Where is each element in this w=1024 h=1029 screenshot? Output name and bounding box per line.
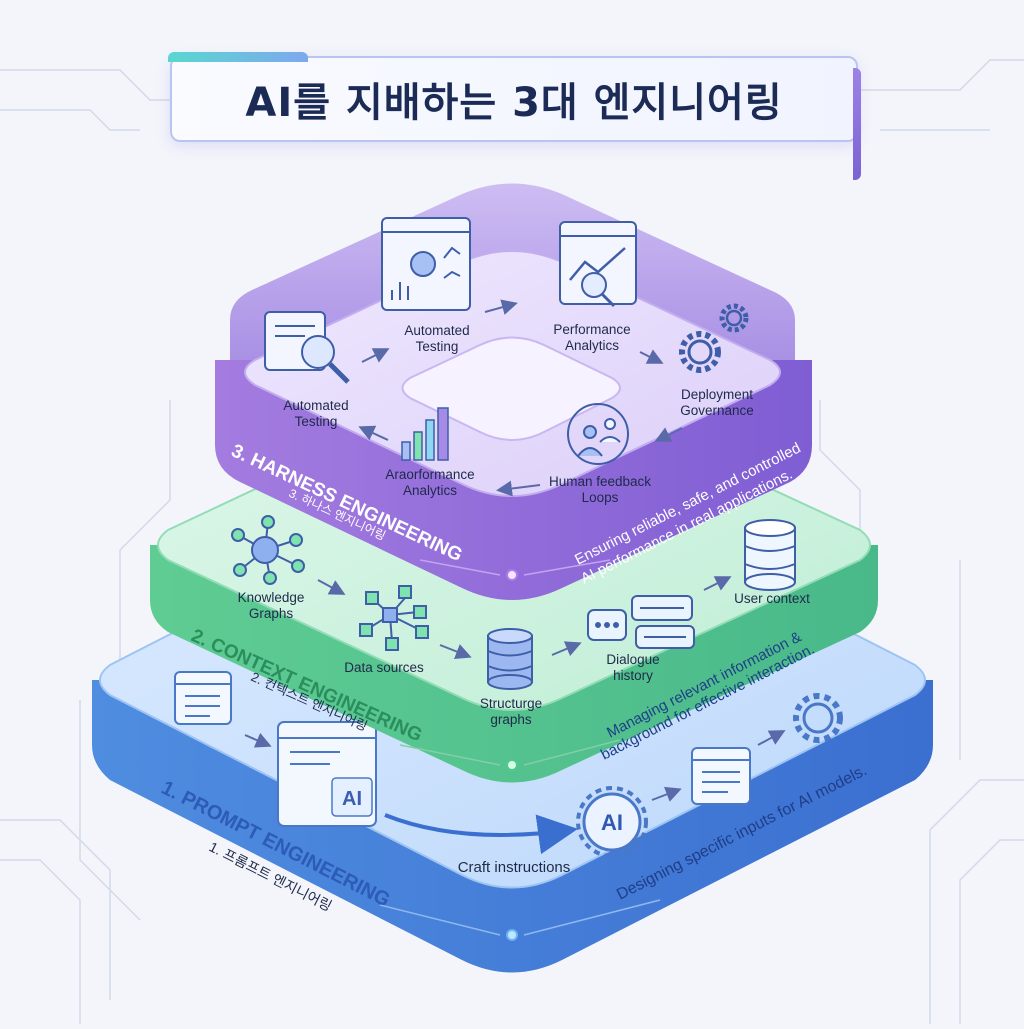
prompt-window-icon <box>174 671 232 725</box>
harness-step-feedback-line2: Loops <box>582 490 619 505</box>
human-feedback-icon <box>567 403 629 465</box>
context-step-knowledge-line2: Graphs <box>249 606 294 621</box>
harness-step-analytics-line1: Araorformance <box>385 467 474 482</box>
background-circuit-lines <box>0 59 1024 1024</box>
bar-chart-icon <box>401 407 449 461</box>
data-sources-icon <box>359 585 429 651</box>
gears-icon <box>679 303 749 373</box>
harness-step-feedback-line1: Human feedback <box>549 474 651 489</box>
context-glow-dot <box>506 759 518 771</box>
harness-step-testing-top-line1: Automated <box>404 323 469 338</box>
page-title: AI를 지배하는 3대 엔지니어링 <box>245 80 783 126</box>
harness-step-analytics-line2: Analytics <box>403 483 457 498</box>
harness-step-deployment-line1: Deployment <box>681 387 753 402</box>
magnifier-report-icon <box>264 311 350 384</box>
harness-step-testing-left-line2: Testing <box>295 414 338 429</box>
dashboard-icon <box>381 217 471 311</box>
harness-center-opening <box>401 336 621 441</box>
harness-step-testing-left-line1: Automated <box>283 398 348 413</box>
harness-layer: Automated Testing Automated Testing Perf… <box>215 183 812 600</box>
performance-chart-icon <box>559 221 637 308</box>
title-banner: AI를 지배하는 3대 엔지니어링 <box>168 52 861 180</box>
knowledge-graph-icon <box>231 515 305 585</box>
prompt-glow-dot <box>506 929 518 941</box>
user-context-database-icon <box>744 519 796 591</box>
context-step-dialogue-line1: Dialogue <box>606 652 659 667</box>
harness-step-performance-line2: Analytics <box>565 338 619 353</box>
context-step-dialogue-line2: history <box>613 668 653 683</box>
prompt-step-label: Craft instructions <box>458 859 571 876</box>
context-step-knowledge-line1: Knowledge <box>238 590 305 605</box>
output-document-icon <box>691 747 751 805</box>
harness-step-testing-top-line2: Testing <box>416 339 459 354</box>
settings-gear-icon <box>793 693 843 743</box>
context-step-usercontext-line1: User context <box>734 591 810 606</box>
dialogue-bubbles-icon <box>587 595 695 649</box>
harness-step-performance-line1: Performance <box>553 322 630 337</box>
context-step-structured-line2: graphs <box>490 712 532 727</box>
context-step-structured-line1: Structurge <box>480 696 542 711</box>
ai-window-icon: AI <box>277 721 377 827</box>
ai-chip-gear-icon: AI <box>576 786 648 858</box>
harness-step-deployment-line2: Governance <box>680 403 754 418</box>
context-step-datasources-line1: Data sources <box>344 660 424 675</box>
ai-badge-text: AI <box>342 788 362 810</box>
harness-glow-dot <box>506 569 518 581</box>
ai-chip-text: AI <box>601 810 623 835</box>
database-icon <box>487 628 533 690</box>
prompt-main-arrow <box>384 813 578 855</box>
